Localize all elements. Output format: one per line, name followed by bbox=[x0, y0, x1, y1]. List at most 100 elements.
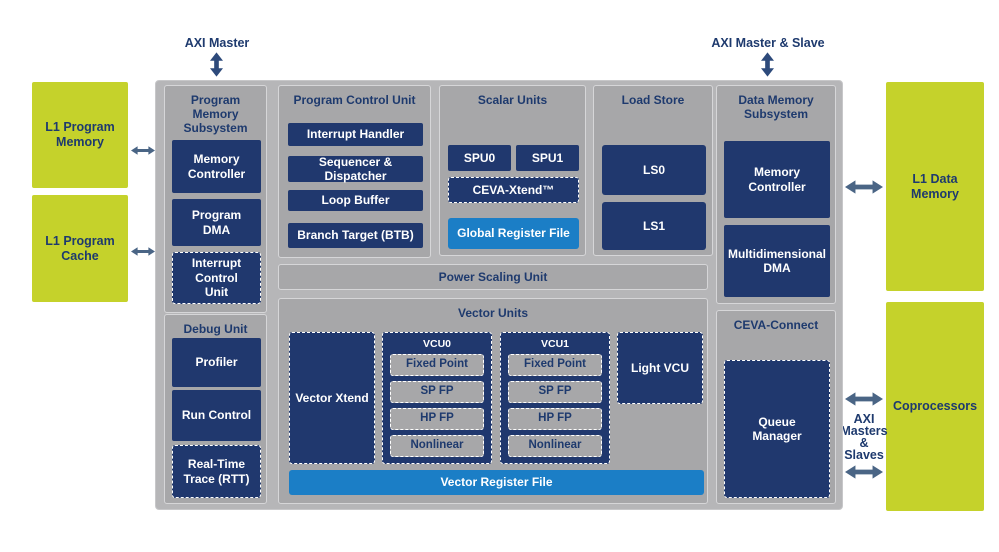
power-scaling-unit-title: Power Scaling Unit bbox=[438, 269, 548, 284]
block-memory-controller-program: Memory Controller bbox=[172, 140, 261, 193]
vcu1-hp-fp-label: HP FP bbox=[538, 412, 572, 425]
block-loop-buffer: Loop Buffer bbox=[288, 190, 423, 211]
ls1-label: LS1 bbox=[642, 218, 665, 233]
block-vcu1-hp-fp: HP FP bbox=[508, 408, 602, 430]
block-light-vcu: Light VCU bbox=[617, 332, 703, 404]
block-sequencer-dispatcher: Sequencer & Dispatcher bbox=[288, 154, 423, 183]
axi-master-slave-label: AXI Master & Slave bbox=[711, 36, 825, 50]
spu0-label: SPU0 bbox=[463, 150, 496, 165]
scalar-units-title: Scalar Units bbox=[477, 93, 548, 107]
vector-register-file-label: Vector Register File bbox=[440, 475, 553, 490]
block-queue-manager: Queue Manager bbox=[724, 360, 830, 498]
block-vector-xtend: Vector Xtend bbox=[289, 332, 375, 464]
l1-data-memory-block: L1 Data Memory bbox=[886, 82, 984, 291]
block-spu1: SPU1 bbox=[516, 145, 579, 171]
block-ls0: LS0 bbox=[602, 145, 706, 195]
loop-buffer-label: Loop Buffer bbox=[321, 193, 390, 208]
dsp-core-container: Program Memory Subsystem Memory Controll… bbox=[155, 80, 843, 510]
coprocessors-arrow-bottom-icon bbox=[845, 465, 883, 479]
vcu0-hp-fp-label: HP FP bbox=[420, 412, 454, 425]
panel-power-scaling-unit: Power Scaling Unit bbox=[278, 264, 708, 290]
memory-controller-label: Memory Controller bbox=[187, 152, 246, 181]
ceva-xtend-label: CEVA-Xtend™ bbox=[472, 182, 555, 197]
interrupt-control-unit-label: Interrupt Control Unit bbox=[191, 256, 242, 300]
run-control-label: Run Control bbox=[181, 408, 252, 423]
vcu1-nonlinear-label: Nonlinear bbox=[528, 439, 582, 452]
block-branch-target: Branch Target (BTB) bbox=[288, 223, 423, 248]
debug-unit-title: Debug Unit bbox=[183, 322, 248, 336]
block-interrupt-handler: Interrupt Handler bbox=[288, 123, 423, 146]
coprocessors-block: Coprocessors bbox=[886, 302, 984, 511]
block-vcu0-hp-fp: HP FP bbox=[390, 408, 484, 430]
load-store-title: Load Store bbox=[621, 93, 685, 107]
panel-program-control-unit: Program Control Unit Interrupt Handler S… bbox=[278, 85, 431, 258]
block-global-register-file: Global Register File bbox=[448, 218, 579, 249]
memory-controller-data-label: Memory Controller bbox=[748, 165, 806, 194]
block-real-time-trace: Real-Time Trace (RTT) bbox=[172, 445, 261, 498]
axi-masters-slaves-line1: AXI bbox=[853, 412, 875, 426]
axi-master-arrow-icon bbox=[210, 52, 223, 77]
block-spu0: SPU0 bbox=[448, 145, 511, 171]
vcu1-sp-fp-label: SP FP bbox=[538, 385, 572, 398]
axi-master-slave-arrow-icon bbox=[761, 52, 774, 77]
light-vcu-label: Light VCU bbox=[631, 360, 689, 375]
vcu0-nonlinear-label: Nonlinear bbox=[410, 439, 464, 452]
real-time-trace-label: Real-Time Trace (RTT) bbox=[183, 457, 250, 486]
ceva-connect-title: CEVA-Connect bbox=[733, 318, 819, 332]
block-interrupt-control-unit: Interrupt Control Unit bbox=[172, 252, 261, 304]
block-ceva-xtend: CEVA-Xtend™ bbox=[448, 177, 579, 203]
block-ls1: LS1 bbox=[602, 202, 706, 250]
l1-program-cache-label: L1 Program Cache bbox=[45, 233, 115, 263]
global-register-file-label: Global Register File bbox=[457, 226, 570, 241]
coprocessors-label: Coprocessors bbox=[892, 399, 978, 413]
block-profiler: Profiler bbox=[172, 338, 261, 387]
panel-debug-unit: Debug Unit Profiler Run Control Real-Tim… bbox=[164, 314, 267, 504]
block-vcu1-nonlinear: Nonlinear bbox=[508, 435, 602, 457]
block-run-control: Run Control bbox=[172, 390, 261, 441]
spu1-label: SPU1 bbox=[531, 150, 564, 165]
block-vcu1-fixed-point: Fixed Point bbox=[508, 354, 602, 376]
block-vcu1-sp-fp: SP FP bbox=[508, 381, 602, 403]
panel-vector-units: Vector Units Vector Xtend VCU0 Fixed Poi… bbox=[278, 298, 708, 504]
vector-units-title: Vector Units bbox=[457, 306, 529, 320]
vcu0-sp-fp-label: SP FP bbox=[420, 385, 454, 398]
axi-masters-slaves-line3: & bbox=[859, 436, 869, 450]
l1-data-memory-label: L1 Data Memory bbox=[911, 171, 959, 201]
vcu1-title: VCU1 bbox=[540, 338, 569, 350]
axi-masters-slaves-line4: Slaves bbox=[844, 448, 884, 462]
l1-program-cache-block: L1 Program Cache bbox=[32, 195, 128, 302]
l1-program-memory-arrow-icon bbox=[131, 144, 155, 157]
program-control-unit-title: Program Control Unit bbox=[293, 93, 416, 107]
program-memory-subsystem-title: Program Memory Subsystem bbox=[183, 93, 248, 136]
axi-masters-slaves-line2: Masters bbox=[840, 424, 888, 438]
block-vcu0: VCU0 Fixed Point SP FP HP FP Nonlinear bbox=[382, 332, 492, 464]
panel-load-store: Load Store LS0 LS1 bbox=[593, 85, 713, 256]
block-vcu0-nonlinear: Nonlinear bbox=[390, 435, 484, 457]
vcu1-fixed-point-label: Fixed Point bbox=[524, 358, 586, 371]
block-vcu1: VCU1 Fixed Point SP FP HP FP Nonlinear bbox=[500, 332, 610, 464]
block-vcu0-fixed-point: Fixed Point bbox=[390, 354, 484, 376]
block-vector-register-file: Vector Register File bbox=[289, 470, 704, 495]
vcu0-title: VCU0 bbox=[422, 338, 451, 350]
axi-master-label: AXI Master bbox=[184, 36, 250, 50]
axi-masters-slaves-label: AXI Masters & Slaves bbox=[837, 412, 891, 462]
l1-data-memory-arrow-icon bbox=[845, 180, 883, 194]
l1-program-cache-arrow-icon bbox=[131, 245, 155, 258]
sequencer-dispatcher-label: Sequencer & Dispatcher bbox=[318, 154, 393, 183]
block-memory-controller-data: Memory Controller bbox=[724, 141, 830, 218]
vcu0-fixed-point-label: Fixed Point bbox=[406, 358, 468, 371]
vector-xtend-label: Vector Xtend bbox=[295, 390, 369, 405]
panel-data-memory-subsystem: Data Memory Subsystem Memory Controller … bbox=[716, 85, 836, 304]
queue-manager-label: Queue Manager bbox=[752, 414, 802, 443]
data-memory-subsystem-title: Data Memory Subsystem bbox=[738, 93, 814, 122]
coprocessors-arrow-top-icon bbox=[845, 392, 883, 406]
panel-scalar-units: Scalar Units SPU0 SPU1 CEVA-Xtend™ Globa… bbox=[439, 85, 586, 256]
interrupt-handler-label: Interrupt Handler bbox=[306, 127, 405, 142]
program-dma-label: Program DMA bbox=[191, 208, 242, 237]
panel-program-memory-subsystem: Program Memory Subsystem Memory Controll… bbox=[164, 85, 267, 313]
branch-target-label: Branch Target (BTB) bbox=[297, 228, 414, 243]
panel-ceva-connect: CEVA-Connect Queue Manager bbox=[716, 310, 836, 504]
l1-program-memory-label: L1 Program Memory bbox=[45, 120, 115, 149]
l1-program-memory-block: L1 Program Memory bbox=[32, 82, 128, 188]
